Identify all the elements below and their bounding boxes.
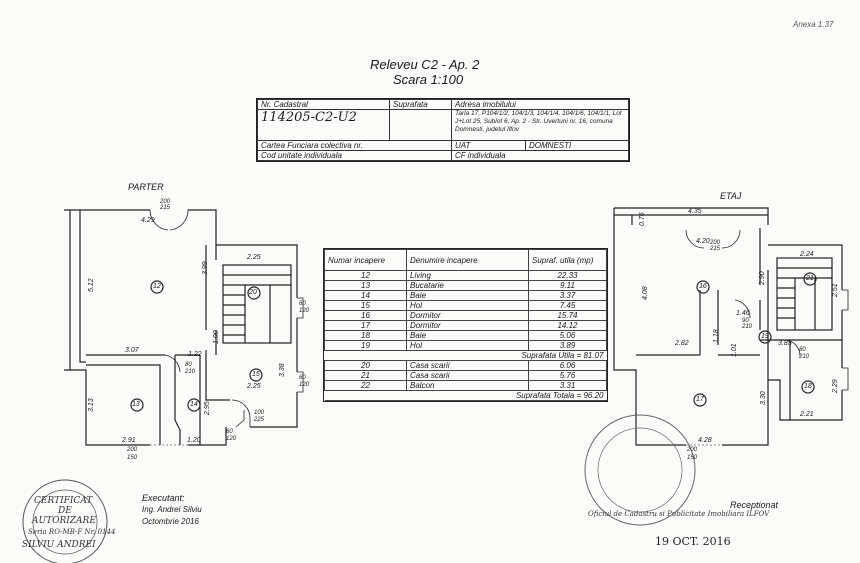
dimension-label: 210 (185, 369, 196, 375)
dimension-label: 200 (710, 240, 721, 246)
dimension-label: 3.13 (88, 398, 95, 412)
cert-series: Seria RO-MB-F Nr. 0144 (28, 528, 116, 536)
dimension-label: 210 (742, 324, 753, 330)
dimension-label: 2.24 (800, 251, 814, 258)
room-number: 14 (190, 401, 198, 408)
dimension-label: 1.20 (187, 437, 201, 444)
dimension-label: 2.29 (832, 379, 839, 393)
dimension-label: 4.28 (698, 437, 712, 444)
address-value: Tarla 17, P104/1/2, 104/1/3, 104/1/4, 10… (451, 109, 629, 141)
dimension-label: 120 (226, 436, 237, 442)
dimension-label: 200 (160, 199, 171, 205)
stamp-name: SILVIU ANDREI (22, 540, 96, 550)
room-number: 17 (696, 396, 704, 403)
executant-label: Executant: (142, 493, 185, 503)
dimension-label: 150 (127, 455, 138, 461)
receptionat-office: Oficiul de Cadastru si Publicitate Imobi… (588, 510, 770, 518)
dimension-label: 100 (254, 410, 265, 416)
cert-line-1: CERTIFICAT (34, 496, 93, 506)
dimension-label: 1.46 (736, 310, 750, 317)
dimension-label: 60 (299, 301, 306, 307)
dimension-label: 200 (127, 447, 138, 453)
dimension-label: 3.99 (202, 261, 209, 275)
dimension-label: 3.30 (760, 391, 767, 405)
room-number: 15 (252, 371, 260, 378)
dimension-label: 2.91 (122, 437, 136, 444)
executant-date: Octombrie 2016 (142, 517, 199, 526)
executant-name: Ing. Andrei Silviu (142, 505, 202, 514)
dimension-label: 80 (799, 347, 806, 353)
receptionat-date: 19 OCT. 2016 (655, 535, 731, 548)
dimension-label: 3.38 (279, 363, 286, 377)
dimension-label: 60 (226, 429, 233, 435)
room-number: 20 (249, 289, 257, 296)
dimension-label: 210 (799, 354, 810, 360)
dimension-label: 120 (299, 382, 310, 388)
page-title: Releveu C2 - Ap. 2 (370, 57, 480, 72)
cadastral-header-table: Nr. Cadastral Suprafata Adresa imobilulu… (256, 98, 630, 162)
dimension-label: 5.12 (88, 278, 95, 292)
dimension-label: 2.25 (247, 254, 261, 261)
cf-label: CF individuala (451, 149, 629, 162)
dimension-label: 60 (299, 375, 306, 381)
dimension-label: 2.51 (832, 283, 839, 297)
rooms-table: Numar incapere Denumire incapere Supraf.… (323, 248, 608, 402)
dimension-label: 1.01 (731, 343, 738, 357)
room-number: 21 (806, 275, 814, 282)
dimension-label: 90 (742, 318, 749, 324)
cadastral-handwritten: 114205-C2-U2 (261, 110, 357, 126)
dimension-label: 150 (687, 455, 698, 461)
annex-label: Anexa 1.37 (793, 20, 834, 29)
room-number: 12 (153, 283, 161, 290)
page-scale: Scara 1:100 (393, 72, 464, 87)
dimension-label: 215 (710, 246, 721, 252)
cert-line-3: AUTORIZARE (32, 516, 96, 526)
dimension-label: 200 (687, 447, 698, 453)
dimension-label: 4.20 (696, 238, 710, 245)
dimension-label: 3.85 (778, 340, 792, 347)
cert-line-2: DE (58, 506, 72, 516)
room-number: 19 (761, 333, 769, 340)
dimension-label: 4.29 (141, 217, 155, 224)
room-number: 18 (804, 383, 812, 390)
dimension-label: 1.00 (213, 330, 220, 344)
room-number: 13 (132, 401, 140, 408)
dimension-label: 2.21 (800, 411, 814, 418)
header-address: Adresa imobilului (451, 98, 629, 111)
dimension-label: 2.90 (759, 271, 766, 285)
dimension-label: 3.07 (125, 347, 139, 354)
ground-floor-label: PARTER (128, 182, 164, 192)
upper-floor-label: ETAJ (720, 191, 742, 201)
dimension-label: 120 (299, 308, 310, 314)
dimension-label: 0.76 (639, 212, 646, 226)
dimension-label: 2.25 (247, 383, 261, 390)
dimension-label: 4.35 (688, 208, 702, 215)
dimension-label: 225 (254, 417, 265, 423)
total-area: Suprafata Totala = 96.20 (324, 390, 607, 401)
receptionat-label: Receptionat (730, 500, 779, 510)
dimension-label: 4.08 (642, 286, 649, 300)
col-header-area: Supraf. utila (mp) (528, 249, 607, 271)
dimension-label: 2.95 (204, 401, 211, 415)
dimension-label: 215 (160, 205, 171, 211)
dimension-label: 2.82 (675, 340, 689, 347)
dimension-label: 1.22 (188, 351, 202, 358)
dimension-label: 80 (185, 362, 192, 368)
room-number: 16 (699, 283, 707, 290)
dimension-label: 1.18 (713, 329, 720, 343)
uat-value: DOMNESTI (529, 140, 572, 150)
total-row: Suprafata Totala = 96.20 (324, 390, 607, 401)
uat-label: UAT (452, 140, 526, 150)
